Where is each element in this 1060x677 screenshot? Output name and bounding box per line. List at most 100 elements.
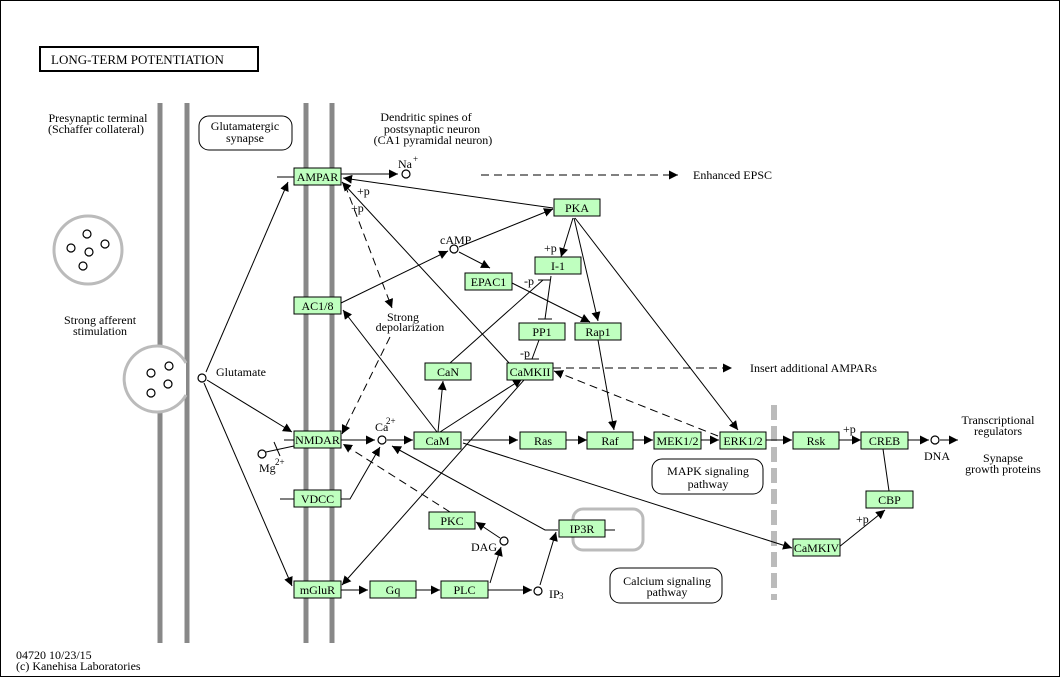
- svg-text:PKA: PKA: [565, 201, 589, 215]
- gene-pka[interactable]: PKA: [553, 198, 601, 217]
- compound-dag[interactable]: DAG: [471, 536, 509, 554]
- label-growth-proteins: growth proteins: [965, 462, 1041, 476]
- compound-glutamate[interactable]: [197, 373, 207, 383]
- label-strong: Strong: [387, 310, 419, 324]
- edge-plc-dag: [489, 546, 503, 584]
- edge-cam-ac: [342, 309, 438, 433]
- gene-mek12[interactable]: MEK1/2: [653, 431, 702, 450]
- edge-ac-camp: [340, 250, 449, 304]
- label-plus-p-i1: +p: [544, 241, 557, 255]
- svg-text:mGluR: mGluR: [300, 583, 335, 597]
- svg-text:NMDAR: NMDAR: [295, 433, 340, 447]
- edge-rap1-raf: [597, 339, 617, 431]
- label-transcriptional: Transcriptional: [962, 413, 1036, 427]
- svg-text:+: +: [413, 154, 418, 164]
- gene-camkiv[interactable]: CaMKIV: [792, 538, 841, 557]
- gene-plc[interactable]: PLC: [440, 580, 489, 599]
- compound-ca[interactable]: Ca 2+: [375, 416, 396, 445]
- label-schaffer-collateral: (Schaffer collateral): [48, 122, 144, 136]
- diagram-title: LONG-TERM POTENTIATION: [51, 52, 225, 67]
- edge-mg-nmdar: [265, 445, 295, 453]
- svg-text:Glutamatergic: Glutamatergic: [211, 119, 279, 133]
- edge-pp1-camkii: [531, 339, 540, 360]
- footer-map-id-date: 04720 10/23/15: [16, 648, 92, 662]
- edge-ip3-ip3r: [539, 531, 558, 586]
- svg-text:VDCC: VDCC: [301, 492, 334, 506]
- gene-rsk[interactable]: Rsk: [792, 431, 840, 450]
- svg-text:Raf: Raf: [601, 434, 618, 448]
- svg-text:Rsk: Rsk: [807, 434, 826, 448]
- svg-text:Calcium signaling: Calcium signaling: [623, 574, 711, 588]
- gene-ip3r[interactable]: IP3R: [558, 519, 606, 538]
- label-insert-ampars: Insert additional AMPARs: [750, 361, 877, 375]
- edge-camp-epac1: [458, 251, 491, 269]
- compound-na[interactable]: Na +: [398, 154, 418, 179]
- edge-pka-erk: [574, 217, 739, 431]
- gene-pkc[interactable]: PKC: [428, 511, 476, 530]
- compound-dna[interactable]: DNA: [924, 435, 950, 463]
- gene-epac1[interactable]: EPAC1: [464, 272, 513, 291]
- compound-mg[interactable]: Mg 2+: [257, 449, 285, 475]
- gene-mglur[interactable]: mGluR: [293, 580, 342, 599]
- gene-vdcc[interactable]: VDCC: [293, 489, 342, 508]
- svg-text:IP: IP: [549, 587, 560, 601]
- label-plus-p-ampar-1: +p: [357, 184, 370, 198]
- gene-ampar[interactable]: AMPAR: [293, 167, 342, 186]
- gene-creb[interactable]: CREB: [860, 431, 909, 450]
- edge-depolarization-nmdar: [341, 336, 391, 435]
- svg-text:CaMKII: CaMKII: [510, 365, 551, 379]
- title-box: LONG-TERM POTENTIATION: [39, 46, 259, 72]
- edge-pka-i1: [559, 217, 574, 258]
- svg-text:DNA: DNA: [924, 449, 950, 463]
- svg-text:I-1: I-1: [551, 259, 565, 273]
- map-glutamatergic-synapse[interactable]: Glutamatergic synapse: [198, 115, 293, 151]
- label-minus-p-i1: -p: [524, 274, 534, 288]
- label-stimulation: stimulation: [73, 324, 127, 338]
- gene-i1[interactable]: I-1: [534, 256, 582, 275]
- edge-glutamate-ampar: [205, 181, 289, 373]
- edge-ampar-depolarization: [344, 184, 393, 309]
- gene-rap1[interactable]: Rap1: [574, 322, 622, 341]
- svg-text:EPAC1: EPAC1: [471, 275, 507, 289]
- compound-camp[interactable]: cAMP: [440, 233, 472, 254]
- gene-ac18[interactable]: AC1/8: [293, 296, 342, 315]
- svg-text:PP1: PP1: [532, 325, 551, 339]
- edge-pka-ampar: [342, 174, 554, 209]
- gene-camkii[interactable]: CaMKII: [506, 362, 554, 381]
- gene-can[interactable]: CaN: [424, 362, 472, 381]
- gene-cam[interactable]: CaM: [413, 431, 462, 450]
- svg-text:Mg: Mg: [259, 461, 276, 475]
- edge-camkii-ampar: [341, 181, 511, 365]
- edge-epac1-rap1: [511, 282, 591, 323]
- label-plus-p-cbp: +p: [856, 512, 869, 526]
- label-synapse: Synapse: [983, 451, 1023, 465]
- edge-cam-can: [437, 380, 447, 433]
- edge-i1-pp1: [544, 275, 552, 320]
- gene-ras[interactable]: Ras: [519, 431, 567, 450]
- svg-text:pathway: pathway: [688, 477, 729, 491]
- compound-ip3[interactable]: IP 3: [533, 586, 564, 601]
- svg-text:2+: 2+: [386, 416, 396, 426]
- svg-text:cAMP: cAMP: [440, 233, 472, 247]
- edge-can-i1: [449, 279, 544, 364]
- svg-text:PLC: PLC: [453, 583, 475, 597]
- svg-text:MAPK signaling: MAPK signaling: [667, 464, 749, 478]
- map-mapk-signaling[interactable]: MAPK signaling pathway: [651, 458, 764, 495]
- label-regulators: regulators: [974, 424, 1022, 438]
- edges: [203, 169, 958, 595]
- gene-raf[interactable]: Raf: [586, 431, 634, 450]
- label-presynaptic-terminal: Presynaptic terminal: [49, 111, 149, 125]
- svg-text:MEK1/2: MEK1/2: [657, 434, 699, 448]
- map-calcium-signaling[interactable]: Calcium signaling pathway: [609, 567, 723, 604]
- gene-cbp[interactable]: CBP: [865, 490, 914, 509]
- gene-erk12[interactable]: ERK1/2: [719, 431, 767, 450]
- gene-pp1[interactable]: PP1: [518, 322, 566, 341]
- svg-text:Ras: Ras: [534, 434, 552, 448]
- svg-text:AC1/8: AC1/8: [301, 299, 333, 313]
- label-strong-afferent: Strong afferent: [64, 313, 137, 327]
- gene-gq[interactable]: Gq: [369, 580, 417, 599]
- svg-text:synapse: synapse: [226, 131, 264, 145]
- gene-nmdar[interactable]: NMDAR: [293, 430, 342, 449]
- edge-cam-camkiv: [462, 442, 793, 550]
- edge-ip3r-ca: [391, 445, 558, 531]
